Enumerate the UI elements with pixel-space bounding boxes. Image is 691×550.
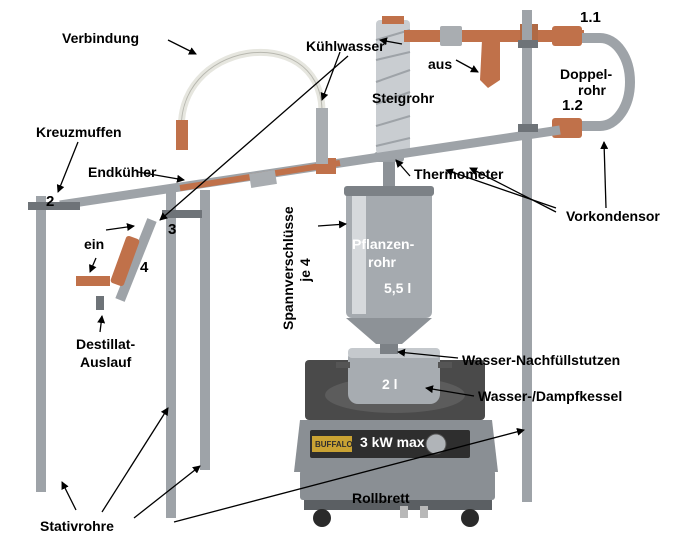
label-pflanzenrohr-line1: Pflanzen- (352, 236, 415, 252)
label-number-3: 3 (168, 221, 177, 238)
label-thermometer: Thermometer (414, 166, 504, 182)
label-spann-line2: je 4 (297, 258, 313, 282)
label-spann-line1: Spannverschlüsse (280, 206, 296, 330)
plant-tube (344, 152, 434, 354)
label-number-1-2: 1.2 (562, 97, 583, 114)
label-kw-max: 3 kW max (360, 434, 425, 450)
power-knob-icon (425, 433, 447, 455)
label-hob-brand: BUFFALO (315, 440, 353, 449)
label-kreuzmuffen: Kreuzmuffen (36, 124, 122, 140)
label-spannverschluesse: Spannverschlüsse je 4 (280, 206, 316, 330)
label-doppelrohr-line2: rohr (578, 82, 606, 98)
label-steigrohr: Steigrohr (372, 90, 435, 106)
label-kessel: Wasser-/Dampfkessel (478, 388, 623, 404)
label-ein: ein (84, 236, 105, 252)
label-pflanzenrohr-line2: rohr (368, 254, 396, 270)
kettle (336, 348, 452, 404)
label-volume-kettle: 2 l (382, 376, 398, 392)
label-number-4: 4 (140, 259, 149, 276)
label-endkuehler: Endkühler (88, 164, 157, 180)
caster-wheel (313, 509, 331, 527)
label-kuehlwasser: Kühlwasser (306, 38, 385, 54)
label-stativrohre: Stativrohre (40, 518, 114, 534)
label-number-1-1: 1.1 (580, 9, 601, 26)
caster-wheel (461, 509, 479, 527)
end-condenser (59, 125, 561, 210)
label-volume-plant-tube: 5,5 l (384, 280, 412, 296)
label-aus: aus (428, 56, 453, 72)
label-destillat-line2: Auslauf (80, 354, 132, 370)
label-number-2: 2 (46, 193, 55, 210)
label-rollbrett: Rollbrett (352, 490, 410, 506)
rolling-board (300, 470, 495, 527)
leader-lines (56, 37, 609, 523)
stand-rods (28, 10, 538, 518)
riser-tube (375, 16, 411, 154)
label-vorkondensor: Vorkondensor (566, 208, 660, 224)
label-destillat-line1: Destillat- (76, 336, 136, 352)
label-verbindung: Verbindung (62, 30, 139, 46)
label-nachfuellstutzen: Wasser-Nachfüllstutzen (462, 352, 621, 368)
distillate-outlet (76, 218, 157, 310)
label-doppelrohr-line1: Doppel- (560, 66, 613, 82)
